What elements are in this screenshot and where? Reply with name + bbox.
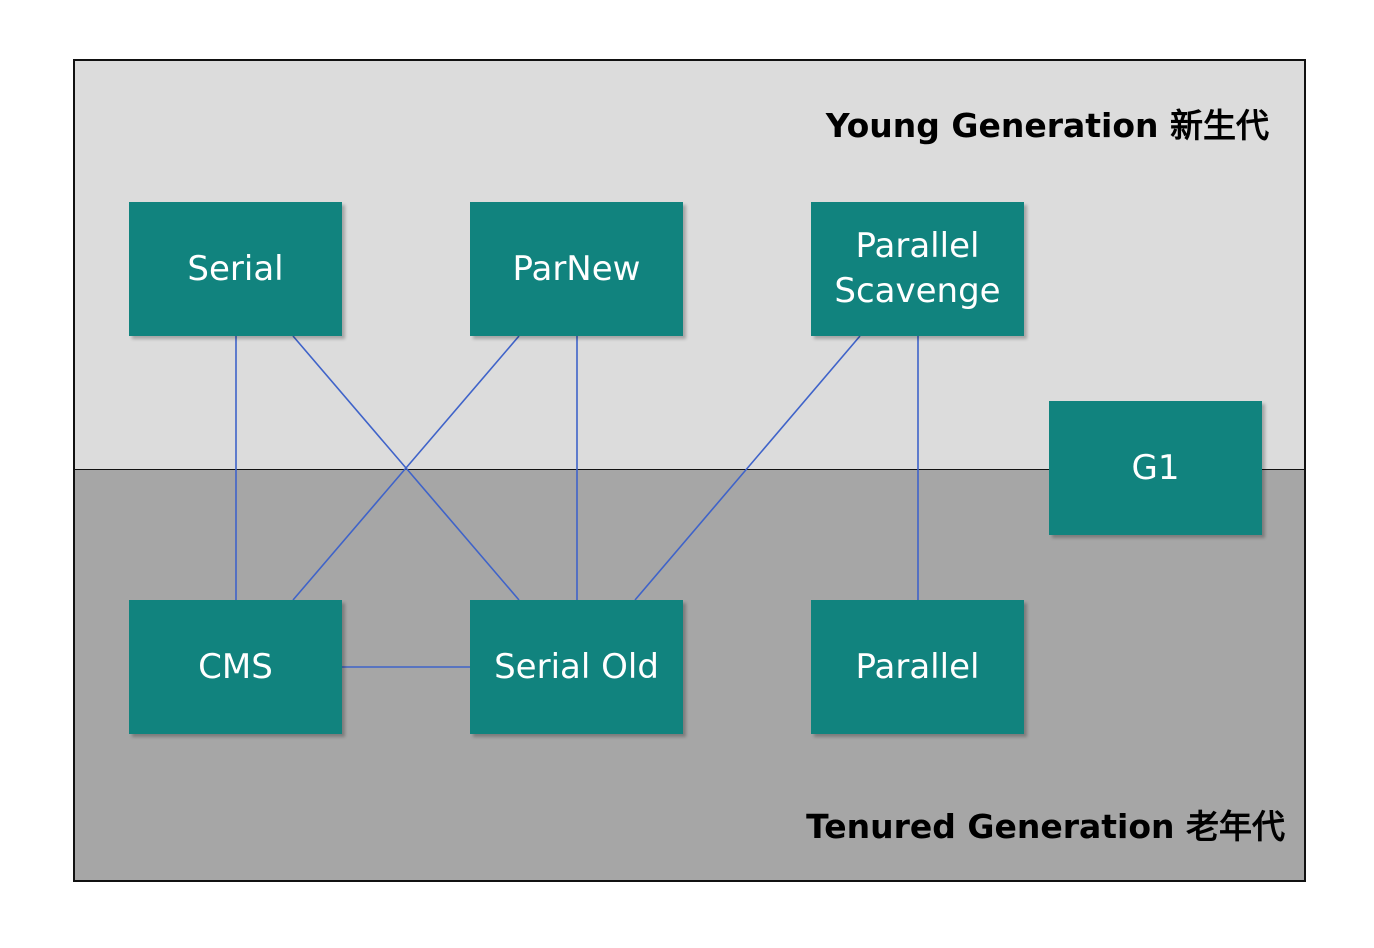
collector-cms-label: CMS [198, 646, 273, 687]
collector-parallel-scavenge: Parallel Scavenge [811, 202, 1024, 336]
collector-g1: G1 [1049, 401, 1262, 535]
collector-serial: Serial [129, 202, 342, 336]
young-generation-title: Young Generation 新生代 [825, 106, 1269, 145]
collector-serial-old: Serial Old [470, 600, 683, 734]
collector-serial-old-label: Serial Old [494, 646, 659, 687]
connector-parnew-to-cms [292, 335, 520, 601]
collector-cms: CMS [129, 600, 342, 734]
collector-parallel-label: Parallel [855, 646, 980, 687]
collector-parnew-label: ParNew [512, 248, 641, 289]
tenured-generation-title: Tenured Generation 老年代 [806, 807, 1285, 846]
connector-parallel-scavenge-to-serial-old [634, 335, 861, 601]
collector-parallel: Parallel [811, 600, 1024, 734]
collector-serial-label: Serial [187, 248, 284, 289]
collector-g1-label: G1 [1131, 447, 1180, 488]
collector-parallel-scavenge-label: Parallel Scavenge [834, 226, 1001, 311]
collector-parnew: ParNew [470, 202, 683, 336]
